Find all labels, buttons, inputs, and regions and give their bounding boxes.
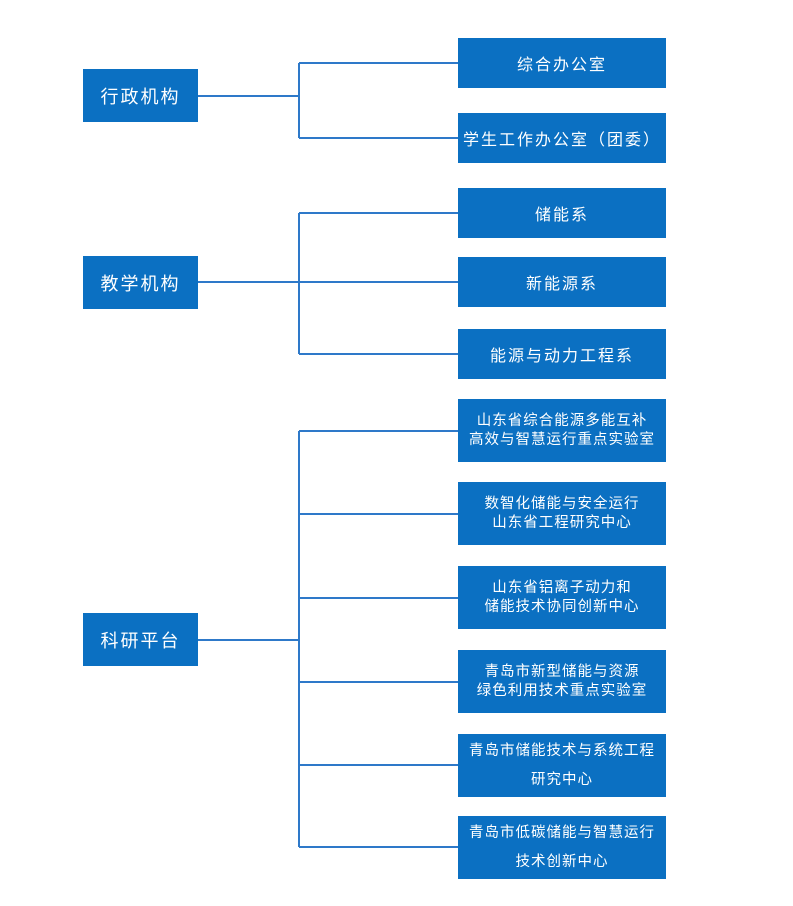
org-box-label-line2: 高效与智慧运行重点实验室 (469, 431, 655, 448)
org-box-label: 综合办公室 (516, 57, 607, 74)
org-box-label-line1: 青岛市储能技术与系统工程 (469, 743, 655, 760)
org-box-label-line1: 山东省铝离子动力和 (492, 580, 632, 597)
org-box-new-energy-dept: 新能源系 (458, 257, 666, 307)
org-box-label: 行政机构 (100, 86, 181, 107)
org-box-qingdao-key-lab: 青岛市新型储能与资源 绿色利用技术重点实验室 (458, 650, 666, 713)
org-box-label: 教学机构 (100, 273, 181, 294)
org-box-label: 科研平台 (100, 630, 181, 651)
org-box-shandong-key-lab: 山东省综合能源多能互补 高效与智慧运行重点实验室 (458, 399, 666, 462)
org-box-label-line1: 山东省综合能源多能互补 (476, 413, 648, 430)
org-box-label-line1: 数智化储能与安全运行 (484, 496, 640, 513)
org-box-label-line2: 储能技术协同创新中心 (484, 598, 640, 615)
org-box-general-office: 综合办公室 (458, 38, 666, 88)
org-box-energy-storage-dept: 储能系 (458, 188, 666, 238)
org-box-label-line2: 山东省工程研究中心 (492, 514, 632, 531)
org-box-qingdao-research-center: 青岛市储能技术与系统工程 研究中心 (458, 734, 666, 797)
org-box-student-affairs-office: 学生工作办公室（团委） (458, 113, 666, 163)
org-box-label: 新能源系 (525, 276, 598, 293)
org-box-label-line2: 研究中心 (531, 771, 593, 788)
org-box-qingdao-innovation-center: 青岛市低碳储能与智慧运行 技术创新中心 (458, 816, 666, 879)
org-box-label-line1: 青岛市新型储能与资源 (484, 664, 640, 681)
org-box-label: 学生工作办公室（团委） (462, 132, 661, 149)
org-box-research-platform: 科研平台 (83, 613, 198, 666)
org-box-label-line2: 绿色利用技术重点实验室 (476, 682, 648, 699)
org-box-energy-power-engineering-dept: 能源与动力工程系 (458, 329, 666, 379)
org-box-administrative: 行政机构 (83, 69, 198, 122)
org-box-label-line1: 青岛市低碳储能与智慧运行 (469, 825, 655, 842)
org-box-label: 储能系 (534, 207, 589, 224)
org-box-teaching: 教学机构 (83, 256, 198, 309)
org-box-label-line2: 技术创新中心 (515, 853, 609, 870)
org-box-shandong-innovation-center: 山东省铝离子动力和 储能技术协同创新中心 (458, 566, 666, 629)
org-box-shandong-engineering-research-center: 数智化储能与安全运行 山东省工程研究中心 (458, 482, 666, 545)
org-box-label: 能源与动力工程系 (489, 348, 634, 365)
